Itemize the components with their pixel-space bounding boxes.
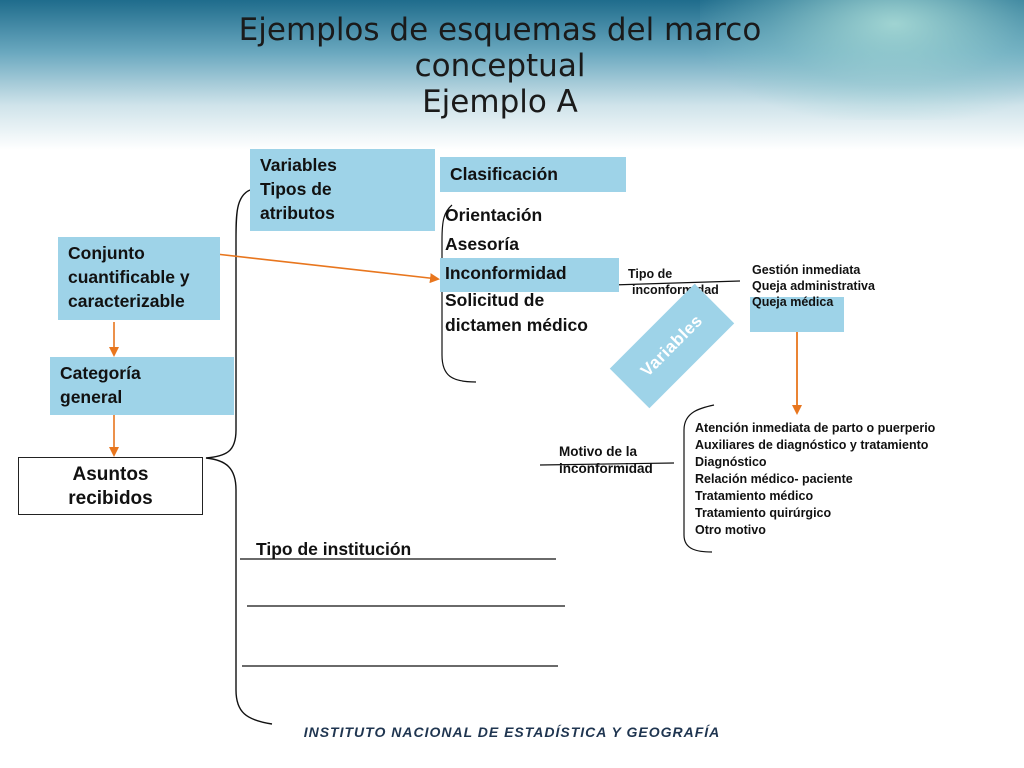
variables-box-line: Tipos de: [260, 177, 425, 201]
clasif-item-inconformidad: Inconformidad: [445, 259, 588, 288]
conjunto-box: Conjunto cuantificable y caracterizable: [58, 237, 220, 320]
categoria-line: general: [60, 385, 224, 409]
variables-box: Variables Tipos de atributos: [250, 149, 435, 231]
clasificacion-list: Orientación Asesoría Inconformidad Solic…: [445, 201, 588, 337]
motivo-item: Atención inmediata de parto o puerperio: [695, 420, 935, 437]
motivo-line: Motivo de la: [559, 443, 653, 460]
categoria-box: Categoría general: [50, 357, 234, 415]
conjunto-line: Conjunto: [68, 241, 210, 265]
tipo-institucion-label: Tipo de institución: [256, 539, 411, 560]
clasif-item-solicitud: Solicitud de: [445, 288, 588, 313]
asuntos-line: recibidos: [29, 487, 192, 511]
conjunto-line: caracterizable: [68, 289, 210, 313]
motivo-item: Otro motivo: [695, 522, 935, 539]
categoria-line: Categoría: [60, 361, 224, 385]
footer-institution: INSTITUTO NACIONAL DE ESTADÍSTICA Y GEOG…: [0, 724, 1024, 740]
motivo-item: Relación médico- paciente: [695, 471, 935, 488]
clasif-item-asesoria: Asesoría: [445, 230, 588, 259]
motivo-item: Tratamiento médico: [695, 488, 935, 505]
asuntos-line: Asuntos: [29, 463, 192, 487]
gestion-list: Gestión inmediata Queja administrativa Q…: [752, 262, 875, 310]
clasificacion-box: Clasificación: [440, 157, 626, 192]
variables-box-line: Variables: [260, 153, 425, 177]
conjunto-line: cuantificable y: [68, 265, 210, 289]
clasif-item-orientacion: Orientación: [445, 201, 588, 230]
variables-box-line: atributos: [260, 201, 425, 225]
tipo-inconformidad-line: Tipo de: [628, 266, 719, 282]
motivo-item: Auxiliares de diagnóstico y tratamiento: [695, 437, 935, 454]
motivo-list: Atención inmediata de parto o puerperio …: [695, 420, 935, 539]
motivo-item: Diagnóstico: [695, 454, 935, 471]
clasificacion-label: Clasificación: [450, 162, 616, 186]
gestion-item: Gestión inmediata: [752, 262, 875, 278]
tipo-inconformidad-label: Tipo de inconformidad: [628, 266, 719, 298]
gestion-item: Queja administrativa: [752, 278, 875, 294]
clasif-item-dictamen: dictamen médico: [445, 313, 588, 337]
asuntos-box: Asuntos recibidos: [18, 457, 203, 515]
motivo-line: inconformidad: [559, 460, 653, 477]
motivo-label: Motivo de la inconformidad: [559, 443, 653, 477]
gestion-item: Queja médica: [752, 294, 875, 310]
motivo-item: Tratamiento quirúrgico: [695, 505, 935, 522]
arrow-conjunto-inconformidad: [216, 254, 438, 279]
